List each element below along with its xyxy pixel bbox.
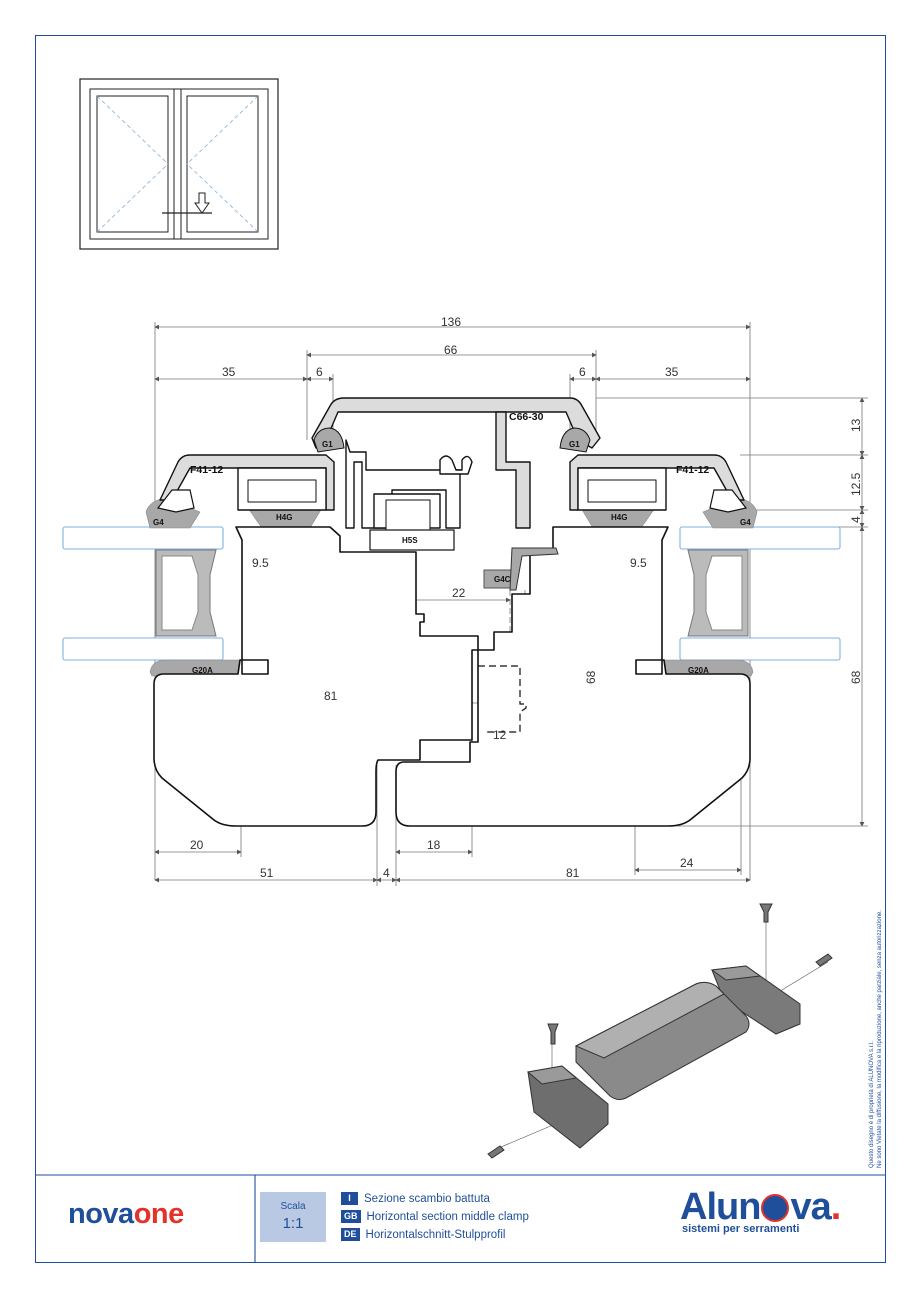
label-h4g-right: H4G	[611, 513, 627, 522]
label-g20a-left: G20A	[192, 666, 213, 675]
dim-12-5: 12.5	[849, 472, 863, 496]
title-row-de: DE Horizontalschnitt-Stulpprofil	[341, 1226, 529, 1243]
dim-136: 136	[441, 315, 461, 329]
clamp-c66-30	[311, 397, 601, 531]
label-g20a-right: G20A	[688, 666, 709, 675]
logo-globe-icon	[761, 1194, 790, 1222]
dim-66: 66	[444, 343, 458, 357]
dim-6-left: 6	[316, 365, 323, 379]
dim-68-center: 68	[584, 670, 598, 684]
g4c-strip	[483, 547, 559, 591]
copyright-note: Questo disegno è di proprietà di ALUNOVA…	[868, 908, 884, 1168]
dim-18: 18	[427, 838, 441, 852]
logo-tagline: sistemi per serramenti	[682, 1223, 800, 1235]
drawing-sheet	[35, 35, 886, 1263]
label-g4c: G4C	[494, 575, 511, 584]
dimension-lines	[154, 322, 868, 886]
logo-word-2: va	[790, 1186, 831, 1228]
dim-68-right: 68	[849, 670, 863, 684]
g4-gaskets	[156, 489, 748, 513]
dim-22: 22	[452, 586, 466, 600]
dim-81-bottom: 81	[566, 866, 580, 880]
lang-code-gb: GB	[341, 1210, 361, 1223]
label-h4g-left: H4G	[276, 513, 292, 522]
title-row-it: I Sezione scambio battuta	[341, 1190, 529, 1207]
brand-part-1: nova	[68, 1198, 134, 1230]
dim-9-5-right: 9.5	[630, 556, 647, 570]
dim-81-upper: 81	[324, 689, 338, 703]
scale-value: 1:1	[282, 1215, 304, 1232]
copyright-line-1: Questo disegno è di proprietà di ALUNOVA…	[869, 1041, 875, 1168]
dim-13: 13	[849, 418, 863, 432]
label-f41-left: F41-12	[190, 464, 223, 476]
logo-word-1: Alun	[680, 1186, 761, 1228]
dim-4: 4	[849, 516, 863, 523]
title-row-gb: GB Horizontal section middle clamp	[341, 1208, 529, 1225]
window-elevation-thumbnail	[79, 78, 279, 250]
logo-dot: .	[830, 1186, 842, 1228]
label-g1-left: G1	[322, 440, 333, 449]
scale-box: Scala 1:1	[260, 1192, 326, 1242]
dim-6-right: 6	[579, 365, 586, 379]
lang-code-it: I	[341, 1192, 358, 1205]
section-titles: I Sezione scambio battuta GB Horizontal …	[341, 1190, 529, 1244]
glass-panes	[62, 526, 841, 661]
label-h5s: H5S	[402, 536, 418, 545]
label-c66-30: C66-30	[509, 411, 544, 423]
dim-20: 20	[190, 838, 204, 852]
dim-51: 51	[260, 866, 274, 880]
profile-labels: C66-30 F41-12 F41-12 G1 G1 G4 G4 H4G H4G…	[153, 411, 751, 675]
title-de: Horizontalschnitt-Stulpprofil	[365, 1228, 506, 1241]
label-g4-left: G4	[153, 518, 164, 527]
label-f41-right: F41-12	[676, 464, 709, 476]
brand-part-2: one	[133, 1198, 185, 1230]
dimension-values: 136 66 35 6 6 35 13 12.5 4 68 68 9.5 9.5…	[190, 315, 863, 880]
title-it: Sezione scambio battuta	[364, 1192, 490, 1205]
sash-profiles	[153, 526, 751, 827]
exploded-3d-view	[487, 903, 833, 1159]
label-g4-right: G4	[740, 518, 751, 527]
title-gb: Horizontal section middle clamp	[366, 1210, 529, 1223]
novaone-logo: novaone	[68, 1198, 184, 1231]
dim-4-bottom: 4	[383, 866, 390, 880]
frame-f41-12	[159, 454, 745, 511]
dim-35-right: 35	[665, 365, 679, 379]
dim-9-5-left: 9.5	[252, 556, 269, 570]
glass-spacers	[155, 549, 749, 637]
scale-label: Scala	[280, 1201, 306, 1212]
espagnolette-outline	[478, 665, 527, 733]
g1-gaskets	[313, 427, 591, 453]
dim-24: 24	[680, 856, 694, 870]
lang-code-de: DE	[341, 1228, 360, 1241]
dim-12: 12	[493, 728, 507, 742]
label-g1-right: G1	[569, 440, 580, 449]
h5s-insert	[369, 529, 455, 551]
copyright-line-2: Ne sono Vietate la diffusione, la modifi…	[877, 910, 883, 1168]
dim-35-left: 35	[222, 365, 236, 379]
